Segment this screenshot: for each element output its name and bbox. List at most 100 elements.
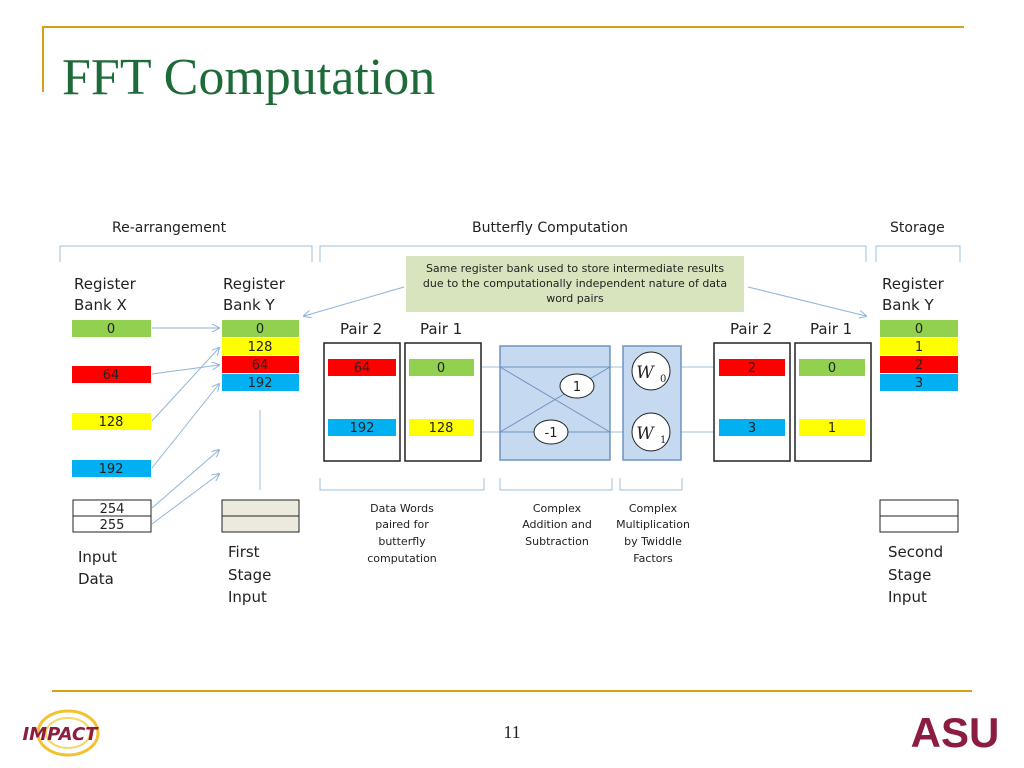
pair2-in-bottom-text: 192	[350, 421, 375, 436]
bracket-complex-mult	[619, 478, 683, 491]
pair1-out-top-cell	[799, 359, 865, 376]
bank-y-footer-1: First	[228, 543, 260, 561]
butterfly-cross-2	[499, 366, 611, 433]
bracket-complex-add	[499, 478, 613, 491]
twiddle-w0-sub: 0	[660, 374, 666, 385]
bank-y-label-2: Bank Y	[223, 296, 275, 314]
caption-complex-mult-3: by Twiddle	[624, 535, 682, 548]
bank-x-input-cell-255	[72, 515, 152, 533]
pair1-in-bottom-text: 128	[429, 421, 454, 436]
section-storage: Storage	[890, 220, 945, 236]
bracket-data-words	[319, 478, 485, 491]
butterfly-coeff-neg1-circle	[533, 419, 569, 445]
bank-x-footer-2: Data	[78, 570, 114, 588]
caption-data-words-1: Data Words	[370, 502, 434, 515]
bank-y2-cell-1-text: 1	[915, 340, 923, 355]
footer-rule	[52, 690, 972, 692]
bank-y-label-1: Register	[223, 275, 286, 293]
title-top-rule	[42, 26, 964, 28]
bank-y2-footer-2: Stage	[888, 566, 931, 584]
pair2-out-top-text: 2	[748, 361, 756, 376]
bank-y-cell-2-text: 64	[252, 358, 269, 373]
bank-y-footer-2: Stage	[228, 566, 271, 584]
pair1-in-label: Pair 1	[420, 320, 462, 338]
bank-y-empty-cell-2	[221, 515, 300, 533]
bank-y-cell-3-text: 192	[248, 376, 273, 391]
bank-y2-cell-2-text: 2	[915, 358, 923, 373]
bank-y2-label-2: Bank Y	[882, 296, 934, 314]
bank-y-cell-1-text: 128	[248, 340, 273, 355]
pair2-out-label: Pair 2	[730, 320, 772, 338]
asu-logo: ASU	[906, 706, 1004, 756]
page-number: 11	[503, 722, 521, 742]
title-left-rule	[42, 26, 44, 92]
bank-y2-footer-1: Second	[888, 543, 943, 561]
bank-y2-cell-1	[880, 338, 958, 355]
bank-x-cell-1-text: 64	[103, 368, 120, 383]
caption-data-words-4: computation	[367, 552, 437, 565]
pair1-in-top-cell	[409, 359, 474, 376]
bank-x-footer-1: Input	[78, 548, 117, 566]
bank-y2-label-1: Register	[882, 275, 945, 293]
bank-y-cell-3	[222, 374, 299, 391]
twiddle-w1-sub: 1	[660, 435, 666, 446]
bank-y2-cell-0	[880, 320, 958, 337]
bank-y-footer-3: Input	[228, 588, 267, 606]
bank-x-cell-3	[72, 460, 151, 477]
bank-y-cell-1	[222, 338, 299, 355]
note-arrow-right	[747, 286, 866, 316]
twiddle-w1-base: W	[636, 424, 655, 444]
bank-y2-cell-3	[880, 374, 958, 391]
bank-x-label-2: Bank X	[74, 296, 127, 314]
bank-y-cell-0	[222, 320, 299, 337]
impact-logo: IMPACT	[22, 709, 100, 757]
bank-y-cell-0-text: 0	[256, 322, 264, 337]
butterfly-coeff-1-text: 1	[573, 380, 581, 395]
caption-complex-add-3: Subtraction	[525, 535, 589, 548]
pair1-out-bottom-text: 1	[828, 421, 836, 436]
pair1-in-bottom-cell	[409, 419, 474, 436]
bank-y2-footer-3: Input	[888, 588, 927, 606]
bank-x-label-1: Register	[74, 275, 137, 293]
bank-y2-empty-cell-2	[879, 515, 959, 533]
butterfly-coeff-1-circle	[559, 373, 595, 399]
rearrange-arrow-64	[151, 365, 219, 375]
bank-x-cell-1	[72, 366, 151, 383]
note-arrow-left	[304, 286, 405, 316]
bank-y2-cell-0-text: 0	[915, 322, 923, 337]
section-rearrangement: Re-arrangement	[112, 220, 227, 236]
bank-y2-cell-3-text: 3	[915, 376, 923, 391]
pair2-out-top-cell	[719, 359, 785, 376]
asu-logo-text: ASU	[911, 709, 1000, 756]
slide-title: FFT Computation	[62, 49, 436, 106]
bank-x-cell-3-text: 192	[99, 462, 124, 477]
bank-x-input-cell-255-text: 255	[100, 518, 125, 533]
pair2-in-bottom-cell	[328, 419, 396, 436]
caption-data-words-3: butterfly	[378, 535, 426, 548]
pair2-in-top-text: 64	[354, 361, 371, 376]
pair2-in-label: Pair 2	[340, 320, 382, 338]
caption-complex-mult-2: Multiplication	[616, 518, 690, 531]
caption-complex-mult-4: Factors	[633, 552, 673, 565]
section-butterfly: Butterfly Computation	[472, 220, 628, 236]
pair1-out-top-text: 0	[828, 361, 836, 376]
caption-complex-add-1: Complex	[533, 502, 582, 515]
bracket-butterfly	[319, 245, 867, 262]
bank-x-cell-2	[72, 413, 151, 430]
note-line-2: due to the computationally independent n…	[423, 277, 727, 290]
note-box	[406, 256, 744, 312]
twiddle-w1-circle	[631, 412, 671, 452]
pair1-out-label: Pair 1	[810, 320, 852, 338]
pair2-out-bottom-cell	[719, 419, 785, 436]
bank-y-cell-2	[222, 356, 299, 373]
caption-complex-mult-1: Complex	[629, 502, 678, 515]
twiddle-w0-base: W	[636, 363, 655, 383]
note-line-1: Same register bank used to store interme…	[426, 262, 724, 275]
bracket-storage	[875, 245, 961, 262]
bank-x-input-cell-254-text: 254	[100, 502, 125, 517]
twiddle-w0-circle	[631, 351, 671, 391]
bank-x-cell-0	[72, 320, 151, 337]
impact-logo-text: IMPACT	[22, 724, 99, 745]
caption-complex-add-2: Addition and	[522, 518, 592, 531]
